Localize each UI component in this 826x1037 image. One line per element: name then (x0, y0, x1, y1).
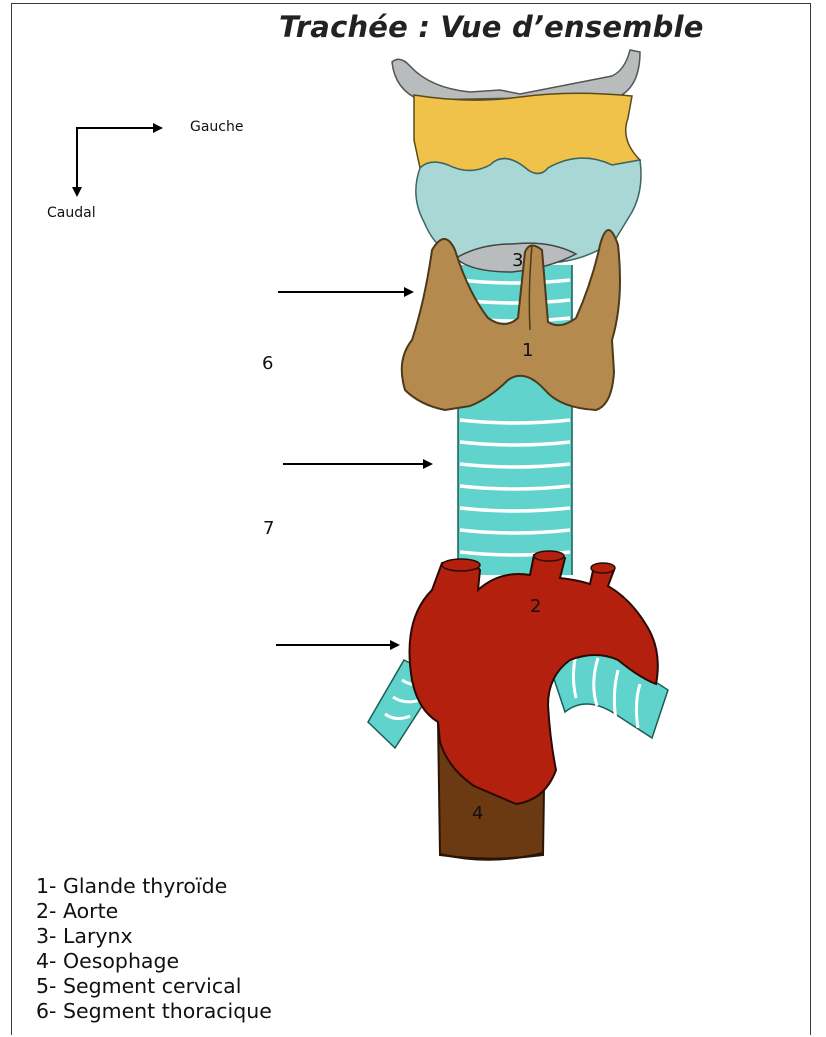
gauche-label: Gauche (190, 119, 243, 135)
segment-marker-middle: 7 (263, 518, 274, 539)
legend-item: 6- Segment thoracique (36, 999, 272, 1024)
larynx-number: 3 (512, 250, 523, 271)
legend-item: 2- Aorte (36, 899, 272, 924)
orientation-axes (77, 127, 161, 195)
hyoid-bone (392, 50, 640, 100)
legend-item: 4- Oesophage (36, 949, 272, 974)
legend-item: 1- Glande thyroïde (36, 874, 272, 899)
thyroid-cartilage (414, 93, 640, 173)
legend-item: 3- Larynx (36, 924, 272, 949)
thyroid-number: 1 (522, 340, 533, 361)
legend: 1- Glande thyroïde 2- Aorte 3- Larynx 4-… (36, 874, 272, 1024)
caudal-label: Caudal (47, 205, 96, 221)
oesophagus-number: 4 (472, 803, 483, 824)
aorta-number: 2 (530, 596, 541, 617)
segment-marker-upper: 6 (262, 353, 273, 374)
legend-item: 5- Segment cervical (36, 974, 272, 999)
